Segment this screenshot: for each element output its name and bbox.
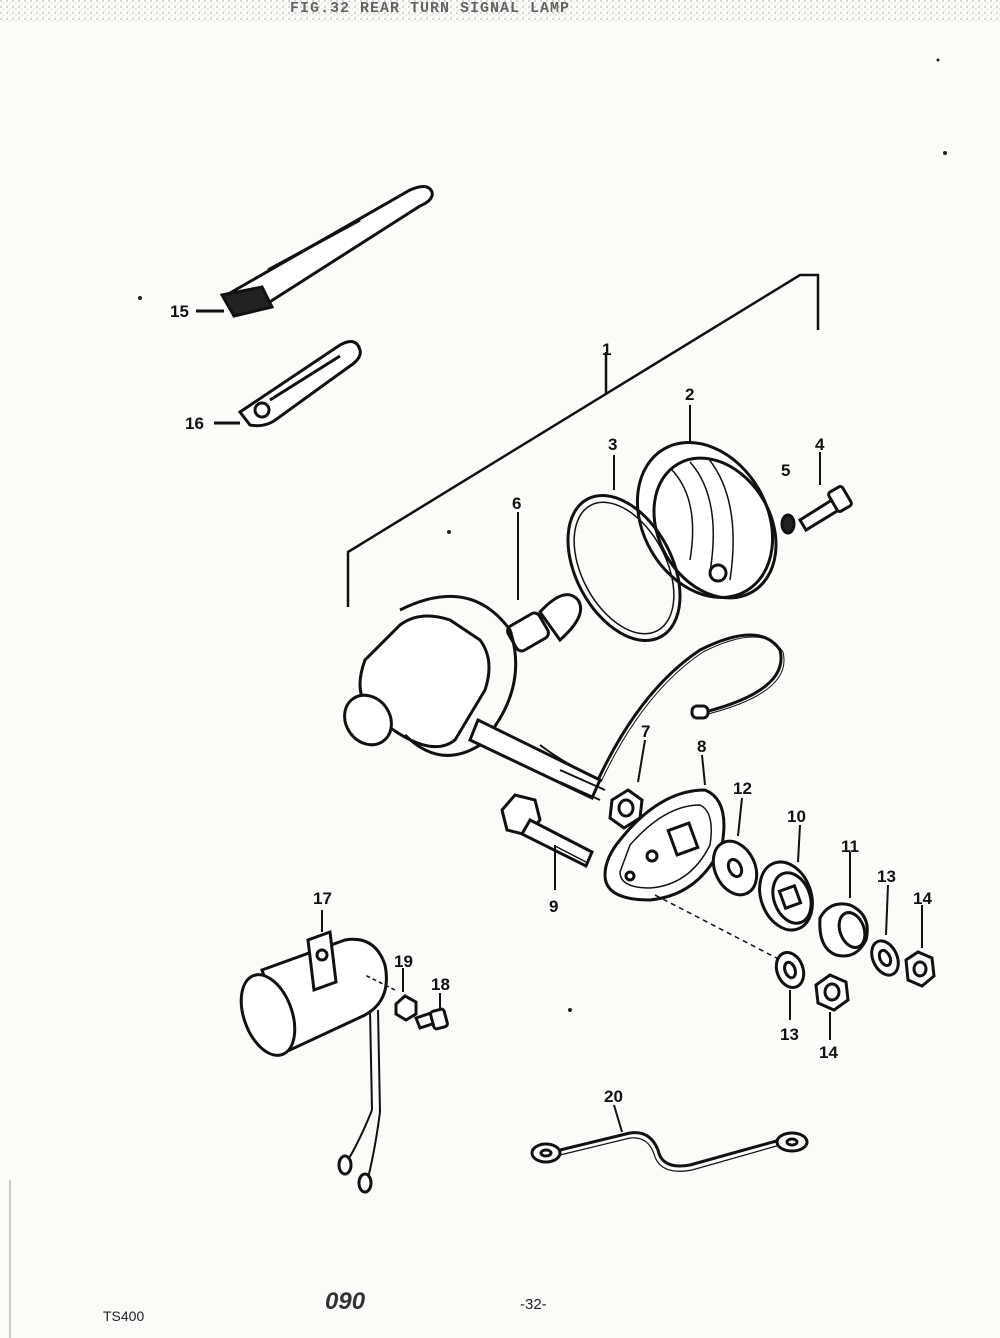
callout-12: 12: [733, 779, 752, 798]
callout-2: 2: [685, 385, 695, 404]
callout-15: 15: [170, 302, 189, 321]
part-10-grommet: [758, 824, 814, 932]
callout-13-lower: 13: [780, 1025, 799, 1044]
callout-7: 7: [641, 722, 651, 741]
part-14-nut-upper: [904, 905, 936, 988]
callout-16: 16: [185, 414, 204, 433]
callout-13-upper: 13: [877, 867, 896, 886]
part-15-strap: [196, 185, 434, 318]
callout-8: 8: [697, 737, 707, 756]
part-16-bracket: [214, 339, 362, 428]
callout-1: 1: [602, 340, 612, 359]
part-9-bolt: [500, 793, 594, 890]
figure-title: FIG.32 REAR TURN SIGNAL LAMP: [290, 0, 571, 17]
assembly-bracket: [346, 273, 820, 607]
callout-18: 18: [431, 975, 450, 994]
page-number: -32-: [520, 1296, 547, 1313]
part-7-nut: [608, 739, 646, 830]
callout-19: 19: [394, 952, 413, 971]
callout-6: 6: [512, 494, 522, 513]
part-18-screw: [414, 993, 449, 1031]
callout-10: 10: [787, 807, 806, 826]
model-code: TS400: [103, 1308, 145, 1324]
stamp-number: 090: [325, 1288, 366, 1315]
part-8-base-plate: [603, 754, 726, 902]
part-4-screw: [797, 452, 853, 533]
scan-specks: [138, 58, 947, 1012]
part-2-lens: [635, 405, 778, 600]
part-12-washer: [711, 797, 759, 897]
callout-3: 3: [608, 435, 618, 454]
part-19-nut: [394, 968, 418, 1022]
part-11-cap: [818, 852, 869, 958]
part-13-lock-washer-lower: [774, 951, 806, 1020]
callout-20: 20: [604, 1087, 623, 1106]
callout-11: 11: [841, 837, 859, 856]
callout-9: 9: [549, 897, 559, 916]
part-20-ground-wire: [530, 1104, 809, 1172]
callout-4: 4: [815, 435, 825, 454]
alignment-line: [654, 894, 791, 966]
part-5-washer: [780, 513, 796, 535]
housing-wire: [596, 633, 785, 783]
part-3-gasket: [566, 455, 682, 642]
part-1-housing: [343, 594, 606, 801]
part-13-lock-washer-upper: [870, 884, 900, 977]
callout-5: 5: [781, 461, 791, 480]
callout-14-upper: 14: [913, 889, 932, 908]
part-14-nut-lower: [814, 973, 850, 1040]
callout-17: 17: [313, 889, 332, 908]
callout-14-lower: 14: [819, 1043, 838, 1062]
part-17-flasher-relay: [239, 910, 396, 1194]
